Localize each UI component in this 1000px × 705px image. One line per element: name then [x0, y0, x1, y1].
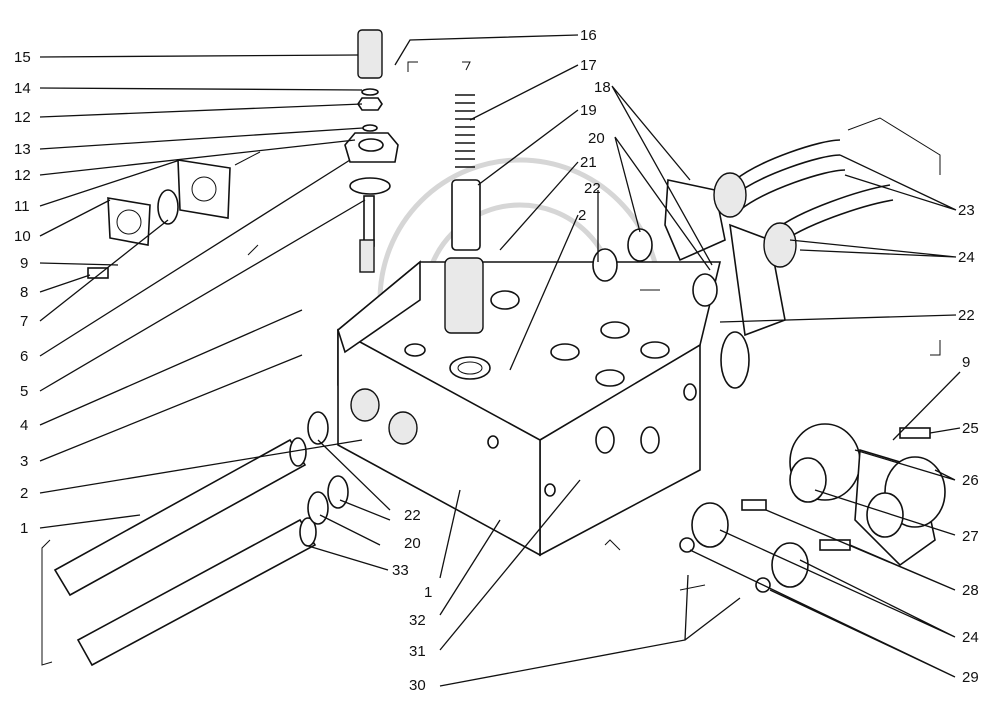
- part-labels: 15 14 12 13 12 11 10 9 8 7 6 5 4 3 2 1 1…: [14, 27, 979, 694]
- label-6: 6: [20, 348, 28, 365]
- label-24: 24: [958, 249, 975, 266]
- label-12: 12: [14, 167, 31, 184]
- label-8: 8: [20, 284, 28, 301]
- label-9: 9: [20, 255, 28, 272]
- label-11: 11: [14, 198, 30, 215]
- label-26: 26: [962, 472, 979, 489]
- label-2: 2: [578, 207, 586, 224]
- label-31: 31: [409, 643, 426, 660]
- label-30: 30: [409, 677, 426, 694]
- label-7: 7: [20, 313, 28, 330]
- label-20: 20: [588, 130, 605, 147]
- top-stack-parts: [344, 29, 399, 273]
- label-20: 20: [404, 535, 421, 552]
- label-27: 27: [962, 528, 979, 545]
- label-21: 21: [580, 154, 597, 171]
- label-4: 4: [20, 417, 28, 434]
- label-22: 22: [584, 180, 601, 197]
- label-10: 10: [14, 228, 31, 245]
- label-22: 22: [958, 307, 975, 324]
- label-25: 25: [962, 420, 979, 437]
- label-22: 22: [404, 507, 421, 524]
- spools: [53, 411, 349, 667]
- label-5: 5: [20, 383, 28, 400]
- right-cover-parts: [679, 423, 946, 593]
- label-15: 15: [14, 49, 31, 66]
- label-14: 14: [14, 80, 31, 97]
- label-17: 17: [580, 57, 597, 74]
- right-springs: [592, 139, 894, 337]
- leader-lines: [39, 34, 961, 687]
- label-2: 2: [20, 485, 28, 502]
- label-3: 3: [20, 453, 28, 470]
- label-23: 23: [958, 202, 975, 219]
- valve-block: [337, 260, 750, 557]
- label-18: 18: [594, 79, 611, 96]
- spring-and-sleeve: [444, 94, 484, 334]
- left-flanges: [87, 159, 231, 279]
- label-13: 13: [14, 141, 31, 158]
- bracket-marks: [41, 61, 941, 666]
- label-9: 9: [962, 354, 970, 371]
- label-12: 12: [14, 109, 31, 126]
- label-1: 1: [20, 520, 28, 537]
- label-29: 29: [962, 669, 979, 686]
- label-32: 32: [409, 612, 426, 629]
- label-19: 19: [580, 102, 597, 119]
- label-1: 1: [424, 584, 432, 601]
- label-24: 24: [962, 629, 979, 646]
- label-28: 28: [962, 582, 979, 599]
- label-16: 16: [580, 27, 597, 44]
- label-33: 33: [392, 562, 409, 579]
